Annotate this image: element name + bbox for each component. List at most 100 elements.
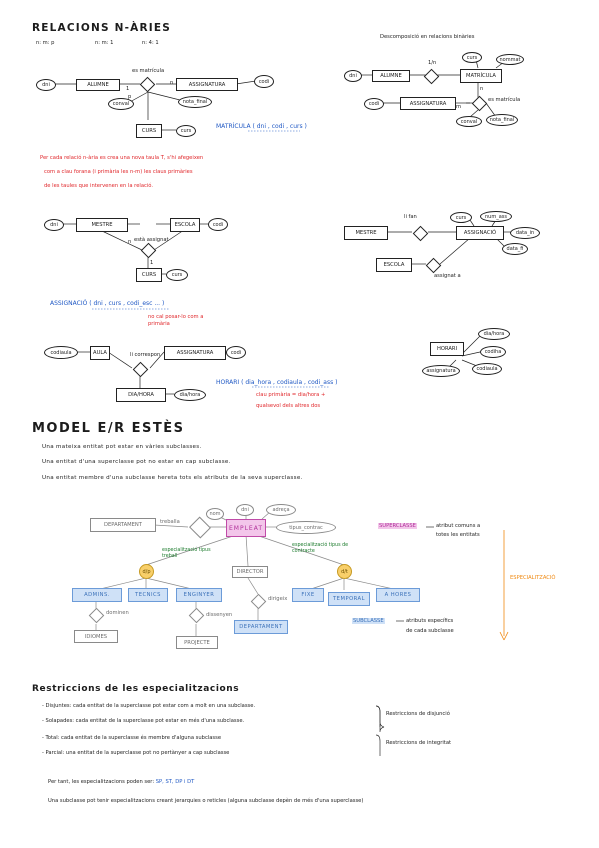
er-label-dissenyen: dissenyen xyxy=(206,612,233,618)
decomp-attr-codi: codi xyxy=(364,98,384,110)
section-title-model-er-estes: MODEL E/R ESTÈS xyxy=(32,421,185,436)
er-circle-dp: d/p xyxy=(139,564,154,579)
d2-attr-dni: dni xyxy=(44,219,64,231)
d2r-attr-data-fi: data_fi xyxy=(502,243,528,255)
er-entity-departament: DEPARTAMENT xyxy=(90,518,156,532)
bullet-1: Una mateixa entitat pot estar en vàries … xyxy=(42,444,202,450)
restriction-line-4: - Parcial: una entitat de la superclasse… xyxy=(42,750,230,756)
er-attr-nom: nom xyxy=(206,508,224,520)
decomp-entity-matricula: MATRÍCULA xyxy=(460,69,502,83)
er-entity-fixe: FIXE xyxy=(292,588,324,602)
d3-attr-codiaula: codiaula xyxy=(44,346,78,359)
d2-entity-mestre: MESTRE xyxy=(76,218,128,232)
d2r-attr-curs: curs xyxy=(450,212,472,223)
er-entity-projecte: PROJECTE xyxy=(176,636,218,649)
decomp-card-m: m xyxy=(456,104,462,110)
final-line-2: Una subclasse pot tenir especialitzacion… xyxy=(48,798,364,804)
er-label-esp1: especialització tipus treball xyxy=(162,548,211,559)
d3-attr-codi: codi xyxy=(226,346,246,359)
er-entity-idiomes: IDIOMES xyxy=(74,630,118,643)
section-title-restriccions: Restriccions de les especialitzacions xyxy=(32,684,240,694)
formula-horari: HORARI ( dia_hora , codiaula , codi_ass … xyxy=(216,379,338,386)
d3-entity-dia-hora: DIA/HORA xyxy=(116,388,166,402)
attr-dni: dni xyxy=(36,79,56,91)
d3r-attr-assignatura: assignatura xyxy=(422,365,460,377)
card-p: p xyxy=(128,94,132,100)
er-attr-adreca: adreça xyxy=(266,504,296,516)
d2r-entity-escola: ESCOLA xyxy=(376,258,412,272)
bullet-3: Una entitat membre d'una subclasse heret… xyxy=(42,475,303,481)
entity-alumne: ALUMNE xyxy=(76,79,120,91)
restriction-line-3: - Total: cada entitat de la superclasse … xyxy=(42,735,222,741)
d2-attr-curs: curs xyxy=(166,269,188,281)
attr-nota-final: nota_final xyxy=(178,96,212,108)
card-1: 1 xyxy=(126,86,130,92)
card-n: n xyxy=(170,80,174,86)
d3-note-1: clau primària = dia/hora + xyxy=(256,392,326,398)
decomp-attr-nommat: nommat xyxy=(496,54,524,65)
er-entity-a-hores: A HORES xyxy=(376,588,420,602)
d2-rel-label: està assignat xyxy=(134,237,169,243)
decomp-title: Descomposició en relacions binàries xyxy=(380,34,475,40)
cardinality-label-3: n: 4: 1 xyxy=(142,40,159,46)
er-label-esp2: especialització tipus de contracte xyxy=(292,543,349,554)
decomp-entity-alumne: ALUMNE xyxy=(372,70,410,82)
attr-codi: codi xyxy=(254,75,274,88)
d3-rel-label: li correspon xyxy=(130,352,161,358)
er-entity-enginyer: ENGINYER xyxy=(176,588,222,602)
attr-conval: conval xyxy=(108,98,134,110)
d2r-label-assignat: assignat a xyxy=(434,273,461,279)
legend-sub-desc-1: atributs específics xyxy=(406,618,454,624)
d3-entity-aula: AULA xyxy=(90,346,110,360)
decomp-attr-curs: curs xyxy=(462,52,482,63)
decomp-card-1n: 1/n xyxy=(428,60,437,66)
cardinality-label-2: n: m: 1 xyxy=(95,40,114,46)
bullet-2: Una entitat d'una superclasse pot no est… xyxy=(42,459,231,465)
d2-note: no cal posar-lo com a primària xyxy=(148,314,204,327)
d2r-attr-data-in: data_in xyxy=(510,227,540,239)
er-attr-tipus-contrac: tipus_contrac xyxy=(276,521,336,534)
entity-assignatura: ASSIGNATURA xyxy=(176,78,238,91)
note-line-3: de les taules que intervenen en la relac… xyxy=(44,183,154,189)
brace-label-integritat: Restriccions de integritat xyxy=(386,740,452,746)
restriction-line-2: - Solapades: cada entitat de la supercla… xyxy=(42,718,245,724)
formula-matricula: MATRÍCULA ( dni , codi , curs ) xyxy=(216,123,307,130)
d3r-attr-dia-hora: dia/hora xyxy=(478,328,510,340)
d3r-attr-codiaula: codiaula xyxy=(472,363,502,375)
d2-card-1: 1 xyxy=(150,260,154,266)
cardinality-label-1: n: m: p xyxy=(36,40,55,46)
d2r-label-li-fan: li fan xyxy=(404,214,417,220)
d3r-attr-codiha: codiha xyxy=(480,346,506,358)
d2-card-n: n xyxy=(128,239,132,245)
er-entity-tecnics: TECNICS xyxy=(128,588,168,602)
legend-sup-desc-1: atribut comuns a xyxy=(436,523,481,529)
d3-note-2: qualsevol dels altres dos xyxy=(256,403,321,409)
er-rel-treballa: treballa xyxy=(160,519,180,525)
legend-superclasse: SUPERCLASSE xyxy=(378,523,417,529)
er-entity-admins: ADMINS. xyxy=(72,588,122,602)
d3r-entity-horari: HORARI xyxy=(430,342,464,356)
decomp-rel-label: es matrícula xyxy=(488,97,521,103)
d2-entity-curs: CURS xyxy=(136,268,162,282)
d3-attr-dia-hora: dia/hora xyxy=(174,389,206,401)
d2-entity-escola: ESCOLA xyxy=(170,218,200,232)
er-attr-dni: dni xyxy=(236,504,254,516)
er-entity-departament-2: DEPARTAMENT xyxy=(234,620,288,634)
er-label-dirigeix: dirigeix xyxy=(268,596,288,602)
entity-curs: CURS xyxy=(136,124,162,138)
legend-sub-desc-2: de cada subclasse xyxy=(406,628,454,634)
legend-especialitzacio: ESPECIALITZACIÓ xyxy=(510,575,556,581)
er-label-dominen: dominen xyxy=(106,610,129,616)
decomp-card-n: n xyxy=(480,86,484,92)
relation-label-es-matricula: es matrícula xyxy=(132,68,165,74)
decomp-attr-nota: nota_final xyxy=(486,114,518,126)
section-title-relacions-n-aries: RELACIONS N-ÀRIES xyxy=(32,22,172,34)
d2r-entity-mestre: MESTRE xyxy=(344,226,388,240)
er-entity-director: DIRECTOR xyxy=(232,566,268,578)
decomp-attr-dni: dni xyxy=(344,70,362,82)
note-line-2: com a clau forana (i primària les n-m) l… xyxy=(44,169,193,175)
d2r-attr-num-ass: num_ass xyxy=(480,211,512,222)
decomp-entity-assignatura: ASSIGNATURA xyxy=(400,97,456,110)
formula-assignacio: ASSIGNACIÓ ( dni , curs , codi_esc ... ) xyxy=(50,300,165,307)
er-circle-dt: d/t xyxy=(337,564,352,579)
